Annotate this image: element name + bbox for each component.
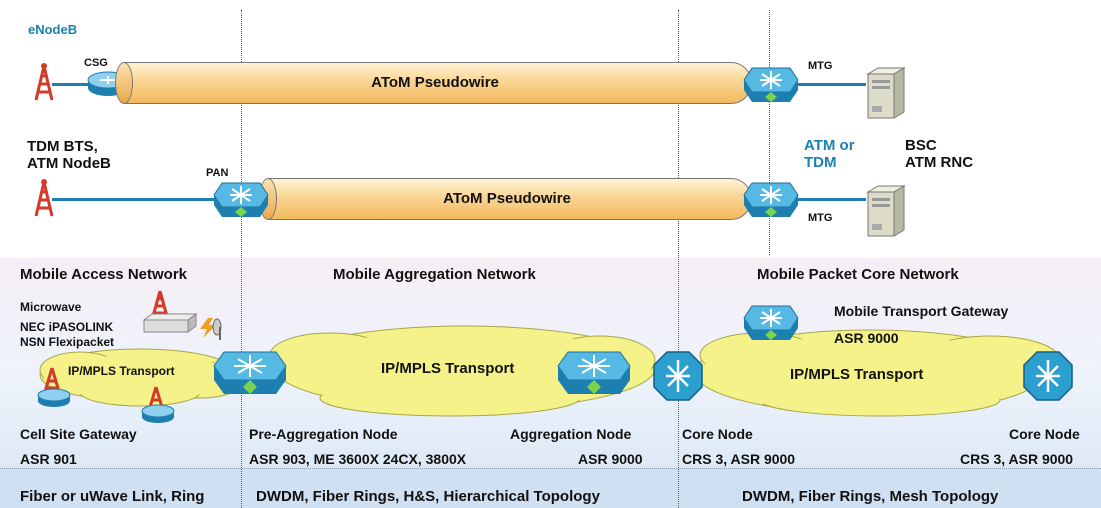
separator-mtg — [769, 10, 770, 255]
atm-rnc-label: ATM RNC — [905, 154, 974, 171]
transport-band — [0, 468, 1101, 508]
core-model-right-label: CRS 3, ASR 9000 — [960, 451, 1074, 467]
server-icon — [866, 185, 906, 237]
router-icon[interactable] — [36, 386, 72, 408]
band-divider — [0, 468, 1101, 469]
switch-icon[interactable] — [742, 304, 800, 344]
aggregation-model-label: ASR 9000 — [578, 451, 643, 467]
pseudowire-2 — [262, 178, 752, 220]
aggregation-network-title: Mobile Aggregation Network — [333, 266, 536, 283]
switch-icon[interactable] — [556, 350, 632, 398]
core-node-right-label: Core Node — [1009, 426, 1080, 442]
tdm-label: TDM — [804, 154, 837, 171]
cell-tower-icon — [150, 290, 170, 321]
microwave-radio-icon — [142, 313, 198, 333]
switch-icon[interactable] — [212, 350, 288, 398]
mtg-2-label: MTG — [808, 212, 833, 224]
core-node-left-label: Core Node — [682, 426, 753, 442]
link-mtg-bsc-2 — [798, 198, 866, 201]
switch-icon[interactable] — [212, 181, 270, 221]
cell-tower-icon — [34, 179, 54, 217]
atm-nodeb-label: ATM NodeB — [27, 155, 111, 172]
gateway-model-label: ASR 9000 — [834, 330, 899, 346]
link-tower-pan — [52, 198, 218, 201]
access-network-title: Mobile Access Network — [20, 266, 187, 283]
access-transport-label: IP/MPLS Transport — [68, 364, 175, 378]
link-tower-csg — [52, 83, 92, 86]
switch-icon[interactable] — [742, 66, 800, 106]
switch-icon[interactable] — [742, 181, 800, 221]
core-model-left-label: CRS 3, ASR 9000 — [682, 451, 796, 467]
microwave-label: Microwave — [20, 300, 82, 314]
pre-aggregation-node-label: Pre-Aggregation Node — [249, 426, 398, 442]
link-mtg-bsc-1 — [798, 83, 866, 86]
pseudowire-2-label: AToM Pseudowire — [443, 190, 571, 207]
cell-tower-icon — [34, 63, 54, 101]
server-icon — [866, 67, 906, 119]
bsc-label: BSC — [905, 137, 937, 154]
enodeb-label: eNodeB — [28, 22, 78, 37]
mtg-1-label: MTG — [808, 60, 833, 72]
footer-core-label: DWDM, Fiber Rings, Mesh Topology — [742, 488, 999, 505]
pseudowire-1-cap — [115, 62, 133, 104]
core-transport-label: IP/MPLS Transport — [790, 366, 924, 383]
pan-label: PAN — [206, 167, 229, 179]
cell-site-gateway-label: Cell Site Gateway — [20, 426, 137, 442]
separator-access-aggregation — [241, 10, 242, 508]
asr901-label: ASR 901 — [20, 451, 77, 467]
pseudowire-1-label: AToM Pseudowire — [371, 74, 499, 91]
cell-tower-icon — [42, 367, 62, 396]
pre-aggregation-model-label: ASR 903, ME 3600X 24CX, 3800X — [249, 451, 467, 467]
router-icon[interactable] — [140, 402, 176, 424]
antenna-icon — [212, 318, 222, 340]
lightning-icon — [200, 318, 216, 338]
footer-access-label: Fiber or uWave Link, Ring — [20, 488, 205, 505]
csg-label: CSG — [84, 57, 108, 69]
gateway-label: Mobile Transport Gateway — [834, 303, 1009, 319]
aggregation-transport-label: IP/MPLS Transport — [381, 360, 515, 377]
nsn-label: NSN Flexipacket — [20, 335, 115, 349]
core-router-icon[interactable] — [1022, 350, 1074, 402]
packet-core-network-title: Mobile Packet Core Network — [757, 266, 959, 283]
separator-aggregation-core — [678, 10, 679, 508]
tdm-bts-label: TDM BTS, — [27, 138, 98, 155]
aggregation-node-label: Aggregation Node — [510, 426, 632, 442]
footer-aggregation-label: DWDM, Fiber Rings, H&S, Hierarchical Top… — [256, 488, 600, 505]
nec-label: NEC iPASOLINK — [20, 320, 114, 334]
cell-tower-icon — [146, 386, 166, 415]
pseudowire-1 — [118, 62, 752, 104]
core-router-icon[interactable] — [652, 350, 704, 402]
atm-or-label: ATM or — [804, 137, 855, 154]
